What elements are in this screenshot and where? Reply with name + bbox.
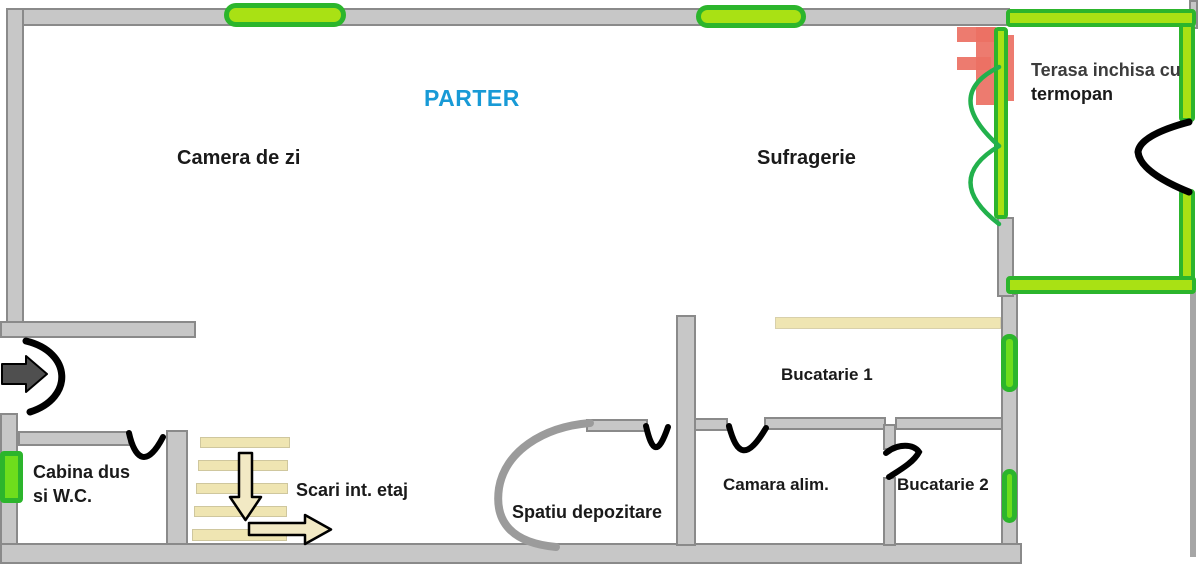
wall-central-vertical [676,315,696,546]
door-arc-entrance [22,337,66,416]
wall-depozitare-top [586,419,648,432]
stair-step [192,529,287,541]
room-label-scari: Scari int. etaj [296,480,409,500]
wall-hall-divider [0,321,196,338]
wall-right-thin [1190,291,1196,557]
room-label-cabina-line1: Cabina dus [33,462,131,482]
door-arc-terasa-right [1134,118,1193,196]
wall-bucatarie2-left-upper [883,424,896,450]
window-top-left [224,3,346,27]
terasa-wall-left [994,27,1008,219]
door-arc-depozitare [643,423,671,451]
wall-camara-stub [694,418,728,431]
kitchen-counter [775,317,1001,329]
wall-bucatarie2-left-lower [883,477,896,546]
wall-bucatarie1-bottom-a [764,417,886,430]
wall-depozitare-curve [494,419,594,551]
stair-step [200,437,290,448]
room-label-cabina-line2: si W.C. [33,486,93,506]
door-arc-cabina [126,430,166,460]
room-label-camara-alim: Camara alim. [723,475,829,494]
entrance-arrow-icon [1,355,48,393]
stair-step [198,460,288,471]
wall-left-upper [6,8,24,324]
room-label-bucatarie2: Bucatarie 2 [897,475,989,494]
terasa-wall-bottom [1006,276,1196,294]
door-arc-bucatarie2 [883,442,923,480]
window-left-wall [0,451,23,503]
wall-top [6,8,1010,26]
room-label-bucatarie1: Bucatarie 1 [781,365,873,384]
wall-stairs [166,430,188,546]
door-arc-camara [726,423,769,454]
stair-step [194,506,287,517]
floor-title: PARTER [424,85,520,111]
window-kitchen2 [1002,469,1017,523]
wall-bucatarie1-bottom-b [895,417,1005,430]
room-label-terasa-line2: termopan [1031,84,1114,104]
stair-step [196,483,288,494]
window-top-right [696,5,806,28]
terasa-wall-right-upper [1179,23,1195,122]
room-label-spatiu-depozitare: Spatiu depozitare [512,502,663,522]
terasa-wall-top [1006,9,1196,27]
window-kitchen1 [1001,334,1018,392]
wall-bottom [0,543,1022,564]
room-label-terasa-line1: Terasa inchisa cu [1031,60,1181,80]
room-label-camera-de-zi: Camera de zi [177,147,301,169]
room-label-sufragerie: Sufragerie [757,147,856,169]
wall-cabina-top [18,431,130,446]
